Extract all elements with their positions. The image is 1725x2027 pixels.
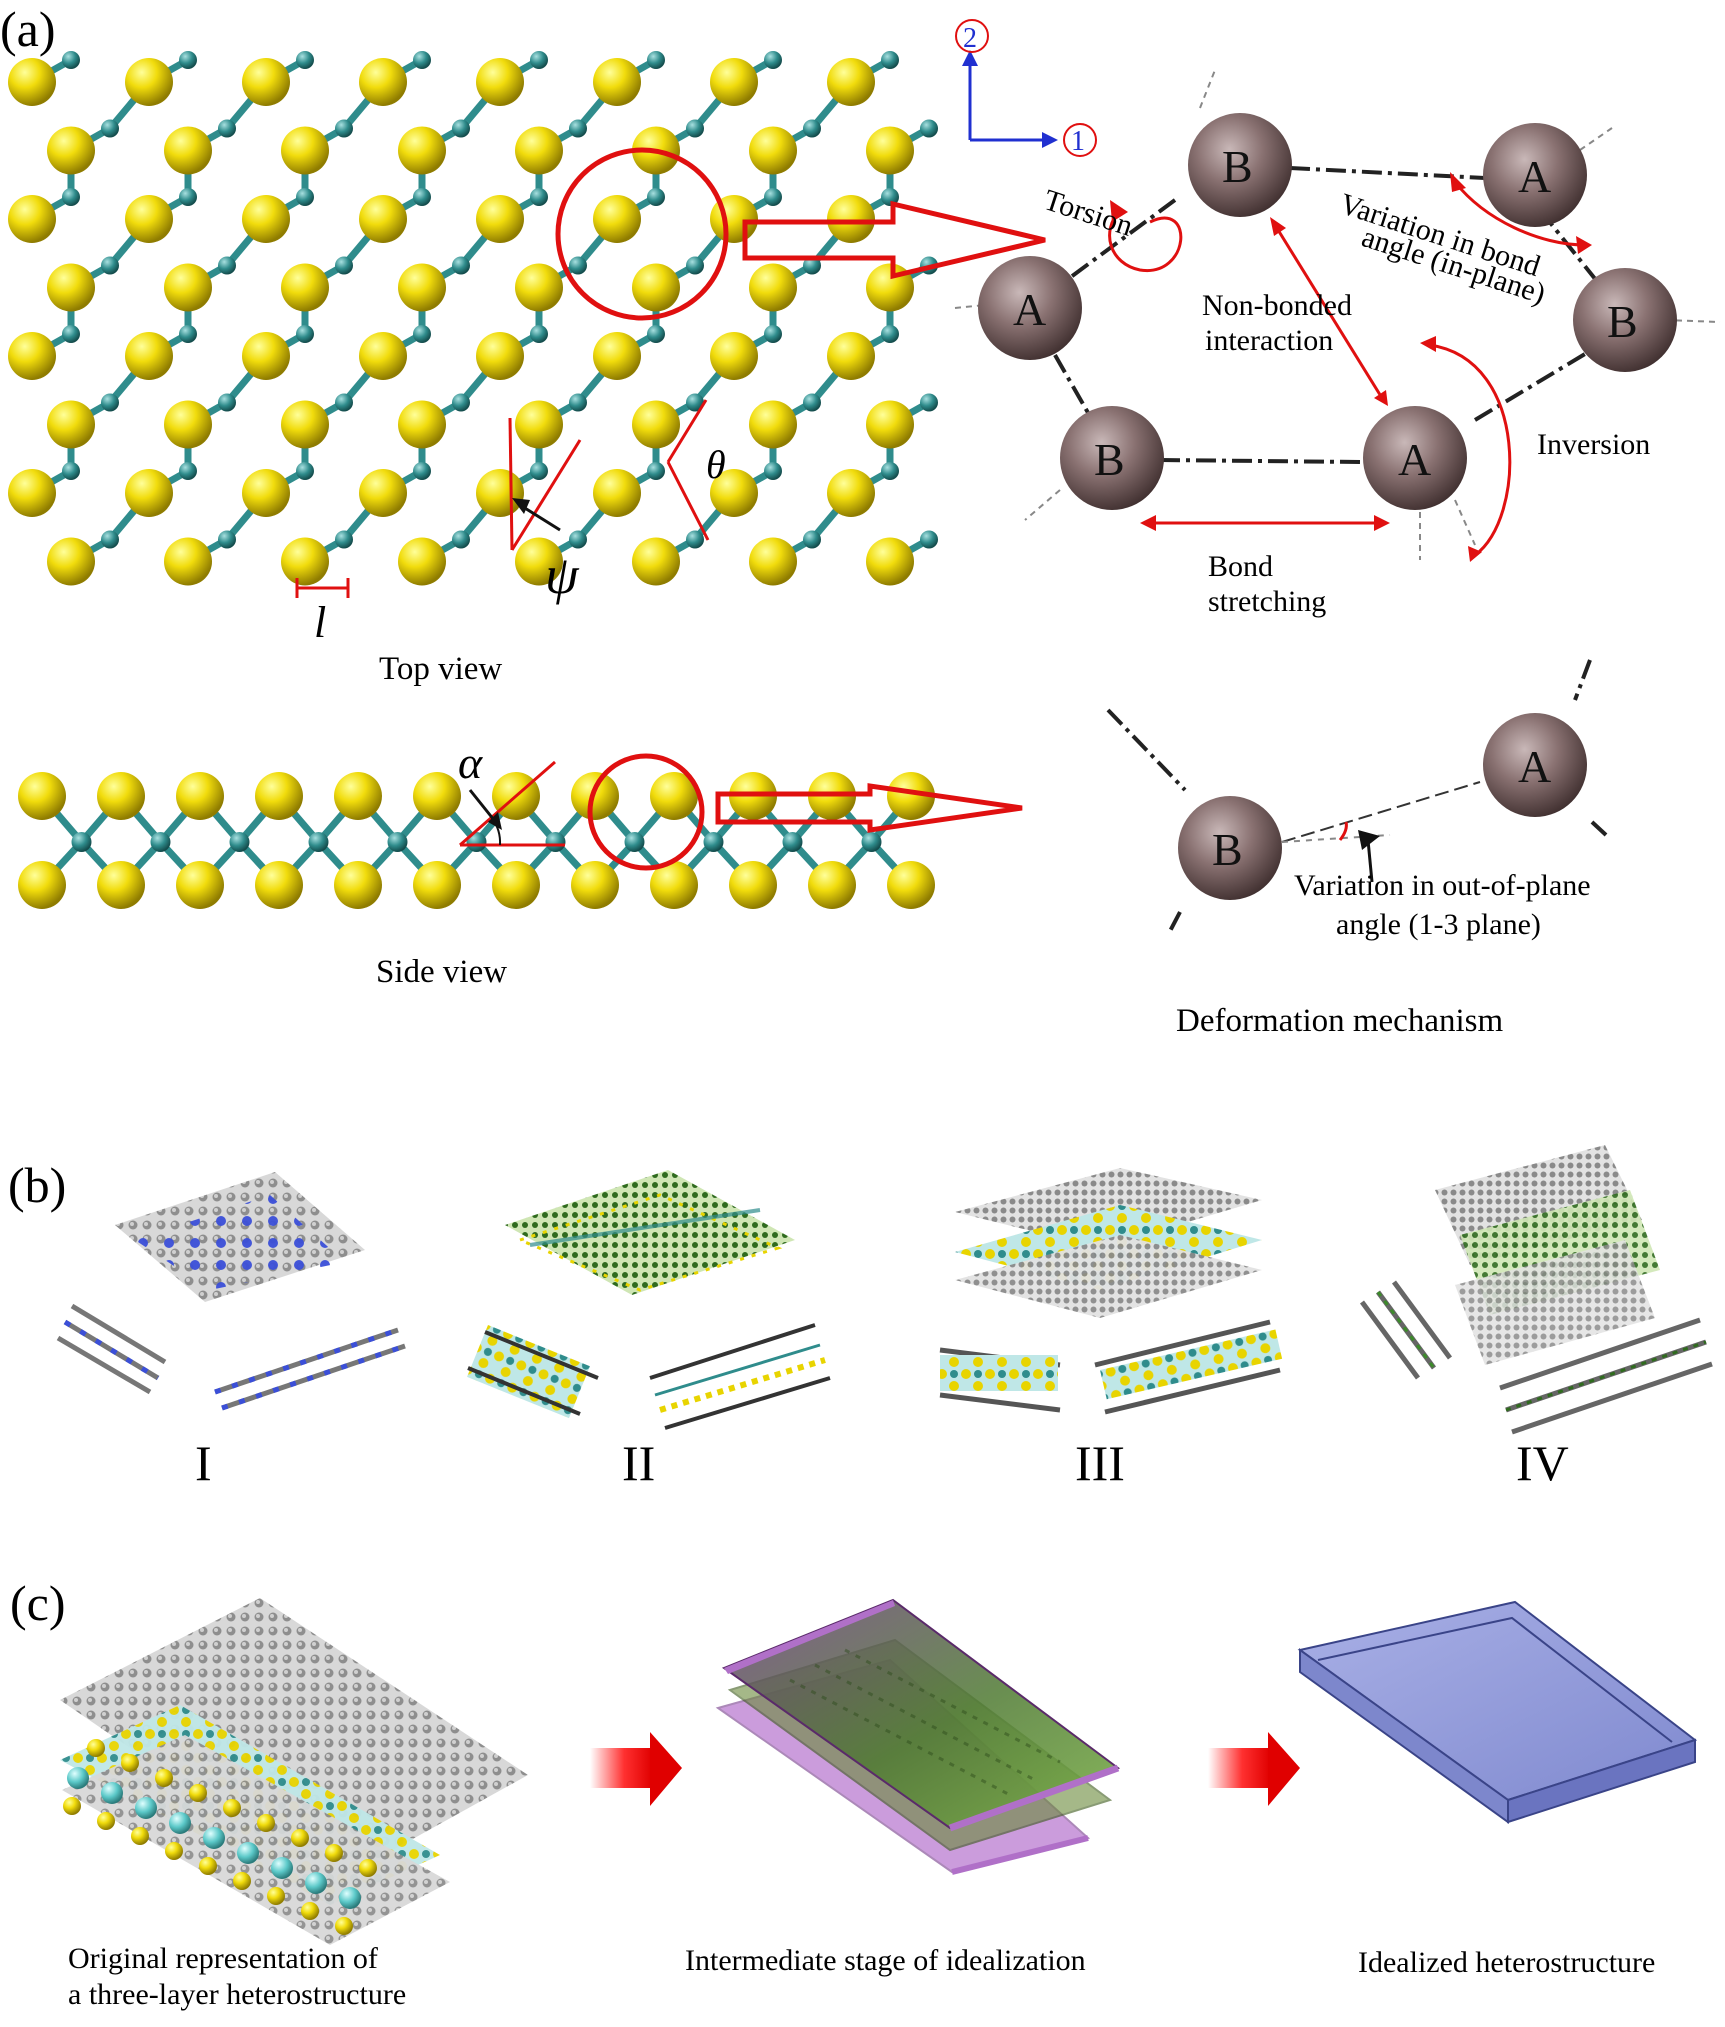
atom-a-topright — [1483, 123, 1587, 227]
three-layer-structure — [60, 1598, 528, 1945]
idealized-slab — [1297, 1600, 1698, 1824]
atom-a-left-label: A — [1013, 284, 1046, 335]
outplane-line1: Variation in out-of-plane — [1294, 869, 1591, 902]
atom-b-bottom — [1060, 406, 1164, 510]
roman-III: III — [1075, 1435, 1125, 1491]
panel-a-label: (a) — [0, 1, 56, 57]
atom-a-bottom — [1363, 406, 1467, 510]
atom-b-bottom-label: B — [1094, 434, 1125, 485]
intermediate-layers — [715, 1598, 1121, 1875]
axis-2-label: 2 — [963, 23, 977, 54]
cyan-atom-row — [63, 1739, 377, 1935]
structure-IV — [1359, 1145, 1713, 1435]
side-view-overlays — [459, 753, 705, 871]
stretch-line1: Bond — [1208, 550, 1273, 583]
nonbonded-line2: interaction — [1205, 324, 1333, 357]
zoom-arrow-side — [715, 783, 1023, 833]
atom-a-left — [978, 256, 1082, 360]
caption-idealized: Idealized heterostructure — [1358, 1946, 1655, 1979]
panel-b-label: (b) — [8, 1157, 66, 1213]
top-view-atoms — [8, 51, 938, 586]
deformation-caption: Deformation mechanism — [1176, 1003, 1503, 1039]
zoom-arrow-top — [742, 200, 1046, 280]
top-view-overlays — [295, 147, 729, 598]
alpha-symbol: α — [458, 737, 483, 788]
theta-symbol: θ — [706, 442, 726, 487]
caption-intermediate: Intermediate stage of idealization — [685, 1944, 1086, 1977]
side-view-lattice — [18, 772, 935, 909]
caption-original-1: Original representation of — [68, 1942, 378, 1975]
roman-IV: IV — [1516, 1435, 1569, 1491]
atom-b-outplane-label: B — [1212, 824, 1243, 875]
side-view-caption: Side view — [376, 954, 507, 990]
outplane-line2: angle (1-3 plane) — [1336, 908, 1541, 941]
roman-I: I — [195, 1435, 212, 1491]
stretch-line2: stretching — [1208, 585, 1326, 618]
top-view-lattice — [8, 51, 938, 586]
atom-b-top-label: B — [1222, 141, 1253, 192]
axis-indicator — [955, 19, 1097, 157]
mechanism-arrows — [1108, 181, 1586, 557]
atom-b-right — [1573, 268, 1677, 372]
structure-III — [939, 1168, 1283, 1415]
top-view-caption: Top view — [379, 651, 502, 687]
psi-symbol: ψ — [545, 545, 580, 605]
mechanism-arrowheads — [1110, 172, 1592, 562]
panel-c-label: (c) — [10, 1575, 66, 1631]
highlight-circle — [555, 147, 729, 321]
side-highlight-circle — [587, 753, 705, 871]
atom-a-outplane-label: A — [1518, 741, 1551, 792]
atom-a-topright-label: A — [1518, 151, 1551, 202]
roman-II: II — [622, 1435, 655, 1491]
atom-b-outplane — [1178, 796, 1282, 900]
inversion-label: Inversion — [1537, 428, 1650, 461]
caption-original-2: a three-layer heterostructure — [68, 1978, 406, 2011]
idealization-arrow-2 — [1208, 1732, 1300, 1806]
atom-b-right-label: B — [1607, 296, 1638, 347]
nonbonded-line1: Non-bonded — [1202, 289, 1352, 322]
side-view-atoms — [18, 772, 935, 909]
atom-b-top — [1188, 113, 1292, 217]
structure-II — [467, 1170, 831, 1430]
outplane-bond — [1281, 781, 1481, 843]
idealization-arrow-1 — [590, 1732, 682, 1806]
axis-1-label: 1 — [1071, 126, 1085, 157]
torsion-label: Torsion — [1040, 183, 1137, 243]
outplane-bonds — [1106, 659, 1608, 936]
atom-a-outplane — [1483, 713, 1587, 817]
structure-I — [56, 1172, 406, 1411]
atom-a-bottom-label: A — [1398, 434, 1431, 485]
bond-length-symbol: l — [314, 598, 326, 647]
